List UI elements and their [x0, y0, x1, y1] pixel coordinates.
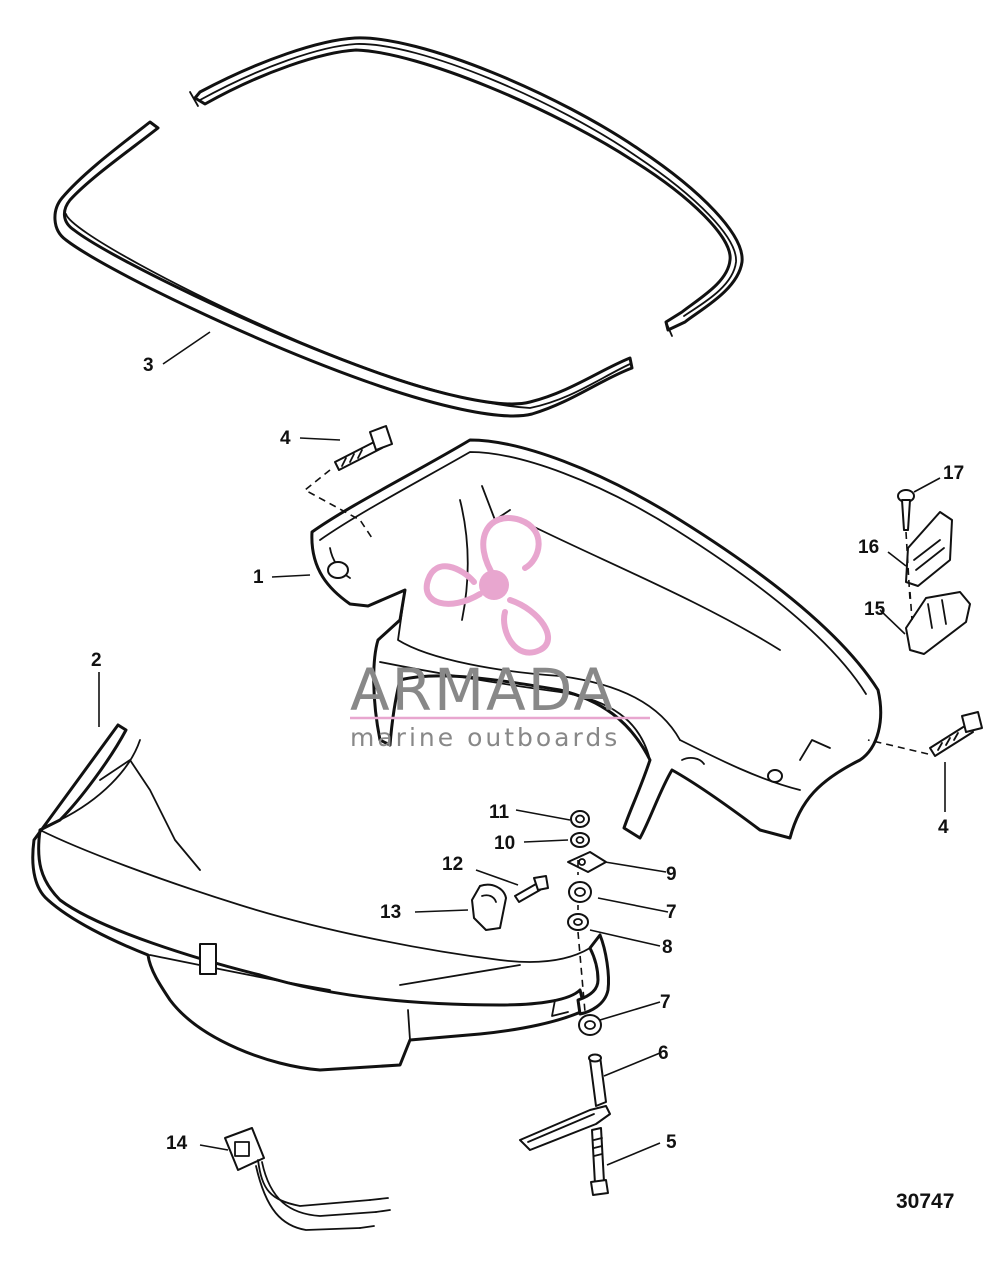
callout-2: 2	[91, 650, 102, 671]
callout-14: 14	[166, 1133, 188, 1154]
washer-part-10	[570, 832, 590, 848]
handle-part-6	[519, 1053, 611, 1151]
callout-17: 17	[943, 463, 964, 484]
propeller-hub-icon	[479, 570, 509, 600]
callout-1: 1	[253, 567, 264, 588]
callout-labels: 3 4 1 2 4 11 10 9 12 7 13 8 7 6 5 14 15 …	[91, 355, 964, 1154]
callout-11: 11	[489, 802, 510, 823]
watermark-tagline: marine outboards	[350, 723, 620, 752]
callout-4-lower: 4	[938, 817, 949, 838]
armada-watermark: ARMADA marine outboards	[350, 515, 650, 752]
upper-cowl-part-1	[310, 438, 883, 840]
pad-part-16	[905, 511, 953, 587]
retainer-part-15	[905, 591, 971, 655]
screw-alignment-dash-lower	[867, 739, 929, 755]
alignment-dash-right-stack	[905, 531, 913, 621]
alignment-dash-center-stack	[577, 860, 586, 1013]
lower-cowl-part-2	[31, 723, 610, 1072]
callout-10: 10	[494, 833, 515, 854]
callout-7-lower: 7	[660, 992, 671, 1013]
nut-part-11	[570, 810, 590, 828]
screw-part-4-lower	[929, 711, 983, 757]
cowl-seal-part-3	[53, 36, 744, 418]
callout-9: 9	[666, 864, 677, 885]
callout-13: 13	[380, 902, 401, 923]
screw-part-12	[514, 875, 549, 903]
callout-3: 3	[143, 355, 154, 376]
screw-part-4-upper	[334, 425, 393, 471]
screw-part-17	[897, 489, 915, 531]
callout-6: 6	[658, 1043, 669, 1064]
callout-7-upper: 7	[666, 902, 677, 923]
callout-16: 16	[858, 537, 879, 558]
grommet-part-7-lower	[578, 1014, 602, 1036]
figure-number: 30747	[896, 1190, 954, 1213]
callout-8: 8	[662, 937, 673, 958]
propeller-logo-icon	[423, 515, 551, 656]
latch-part-13	[471, 883, 507, 931]
bolt-part-5	[590, 1127, 609, 1196]
callout-15: 15	[864, 599, 886, 620]
washer-part-8	[567, 913, 589, 931]
callout-5: 5	[666, 1132, 677, 1153]
screw-alignment-dash-upper	[303, 469, 373, 539]
bracket-part-9	[567, 851, 607, 873]
callout-4-upper: 4	[280, 428, 291, 449]
watermark-brand: ARMADA	[350, 656, 615, 724]
callout-12: 12	[442, 854, 463, 875]
grommet-part-7-upper	[568, 881, 592, 903]
leader-lines	[98, 331, 946, 1166]
switch-part-14	[224, 1127, 391, 1231]
